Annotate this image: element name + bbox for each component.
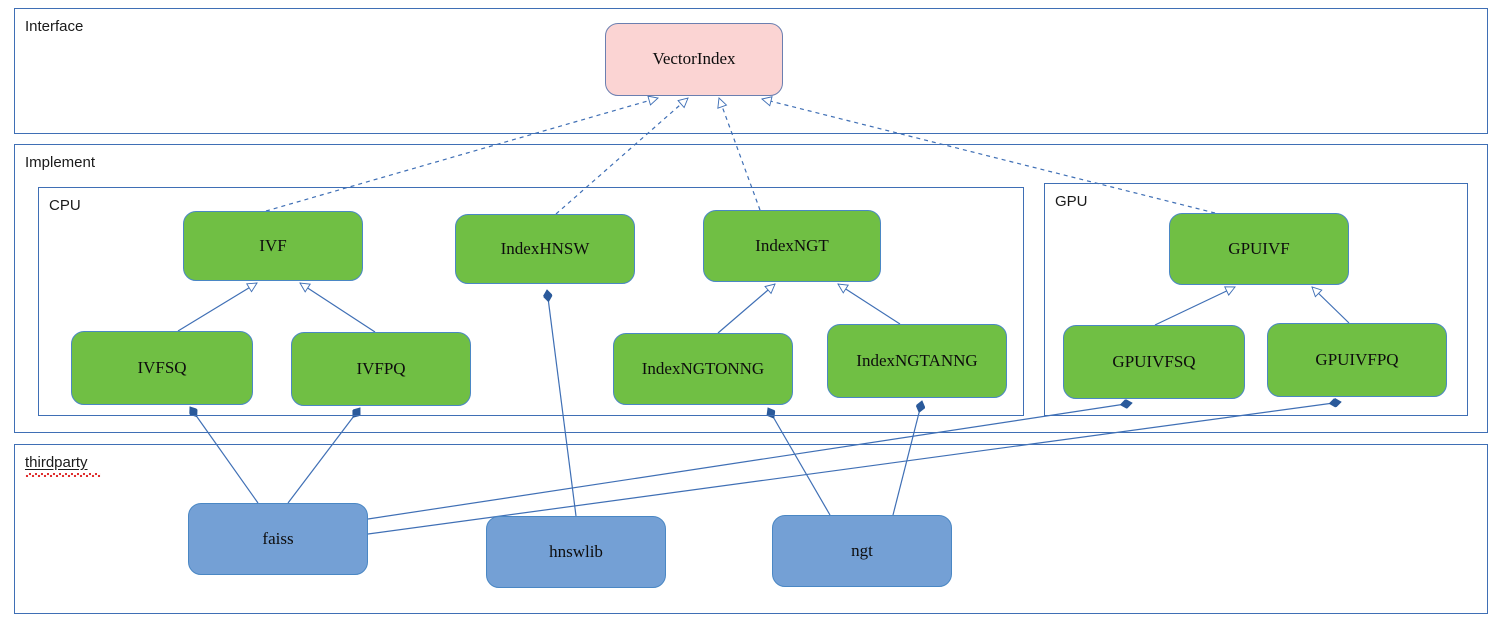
node-vectorindex[interactable]: VectorIndex bbox=[605, 23, 783, 96]
node-indexngtanng[interactable]: IndexNGTANNG bbox=[827, 324, 1007, 398]
node-gpuivf[interactable]: GPUIVF bbox=[1169, 213, 1349, 285]
node-label-indexngt: IndexNGT bbox=[755, 235, 829, 255]
group-label-thirdparty: thirdparty bbox=[25, 454, 88, 471]
node-faiss[interactable]: faiss bbox=[188, 503, 368, 575]
group-label-gpu: GPU bbox=[1055, 193, 1088, 210]
group-label-cpu: CPU bbox=[49, 197, 81, 214]
node-label-gpuivfpq: GPUIVFPQ bbox=[1315, 349, 1399, 369]
group-implement bbox=[14, 144, 1488, 433]
group-cpu bbox=[38, 187, 1024, 416]
node-label-gpuivf: GPUIVF bbox=[1228, 238, 1290, 258]
node-ivfpq[interactable]: IVFPQ bbox=[291, 332, 471, 406]
group-gpu bbox=[1044, 183, 1468, 416]
node-label-indexngtonng: IndexNGTONNG bbox=[641, 358, 765, 378]
node-ngt[interactable]: ngt bbox=[772, 515, 952, 587]
group-interface bbox=[14, 8, 1488, 134]
node-ivfsq[interactable]: IVFSQ bbox=[71, 331, 253, 405]
node-indexngt[interactable]: IndexNGT bbox=[703, 210, 881, 282]
spellcheck-underline-thirdparty bbox=[25, 473, 101, 477]
node-label-gpuivfsq: GPUIVFSQ bbox=[1112, 351, 1196, 371]
group-thirdparty bbox=[14, 444, 1488, 614]
node-label-vectorindex: VectorIndex bbox=[652, 49, 736, 69]
node-label-hnswlib: hnswlib bbox=[549, 541, 603, 561]
group-label-interface: Interface bbox=[25, 18, 84, 35]
node-label-faiss: faiss bbox=[262, 528, 294, 548]
node-ivf[interactable]: IVF bbox=[183, 211, 363, 281]
node-gpuivfsq[interactable]: GPUIVFSQ bbox=[1063, 325, 1245, 399]
node-label-ivfpq: IVFPQ bbox=[356, 358, 406, 378]
node-hnswlib[interactable]: hnswlib bbox=[486, 516, 666, 588]
node-label-indexhnsw: IndexHNSW bbox=[500, 238, 590, 258]
node-indexhnsw[interactable]: IndexHNSW bbox=[455, 214, 635, 284]
node-label-ivfsq: IVFSQ bbox=[137, 357, 187, 377]
node-label-indexngtanng: IndexNGTANNG bbox=[856, 350, 978, 370]
node-gpuivfpq[interactable]: GPUIVFPQ bbox=[1267, 323, 1447, 397]
node-label-ivf: IVF bbox=[259, 235, 287, 255]
node-label-ngt: ngt bbox=[851, 540, 873, 560]
group-label-implement: Implement bbox=[25, 154, 96, 171]
node-indexngtonng[interactable]: IndexNGTONNG bbox=[613, 333, 793, 405]
